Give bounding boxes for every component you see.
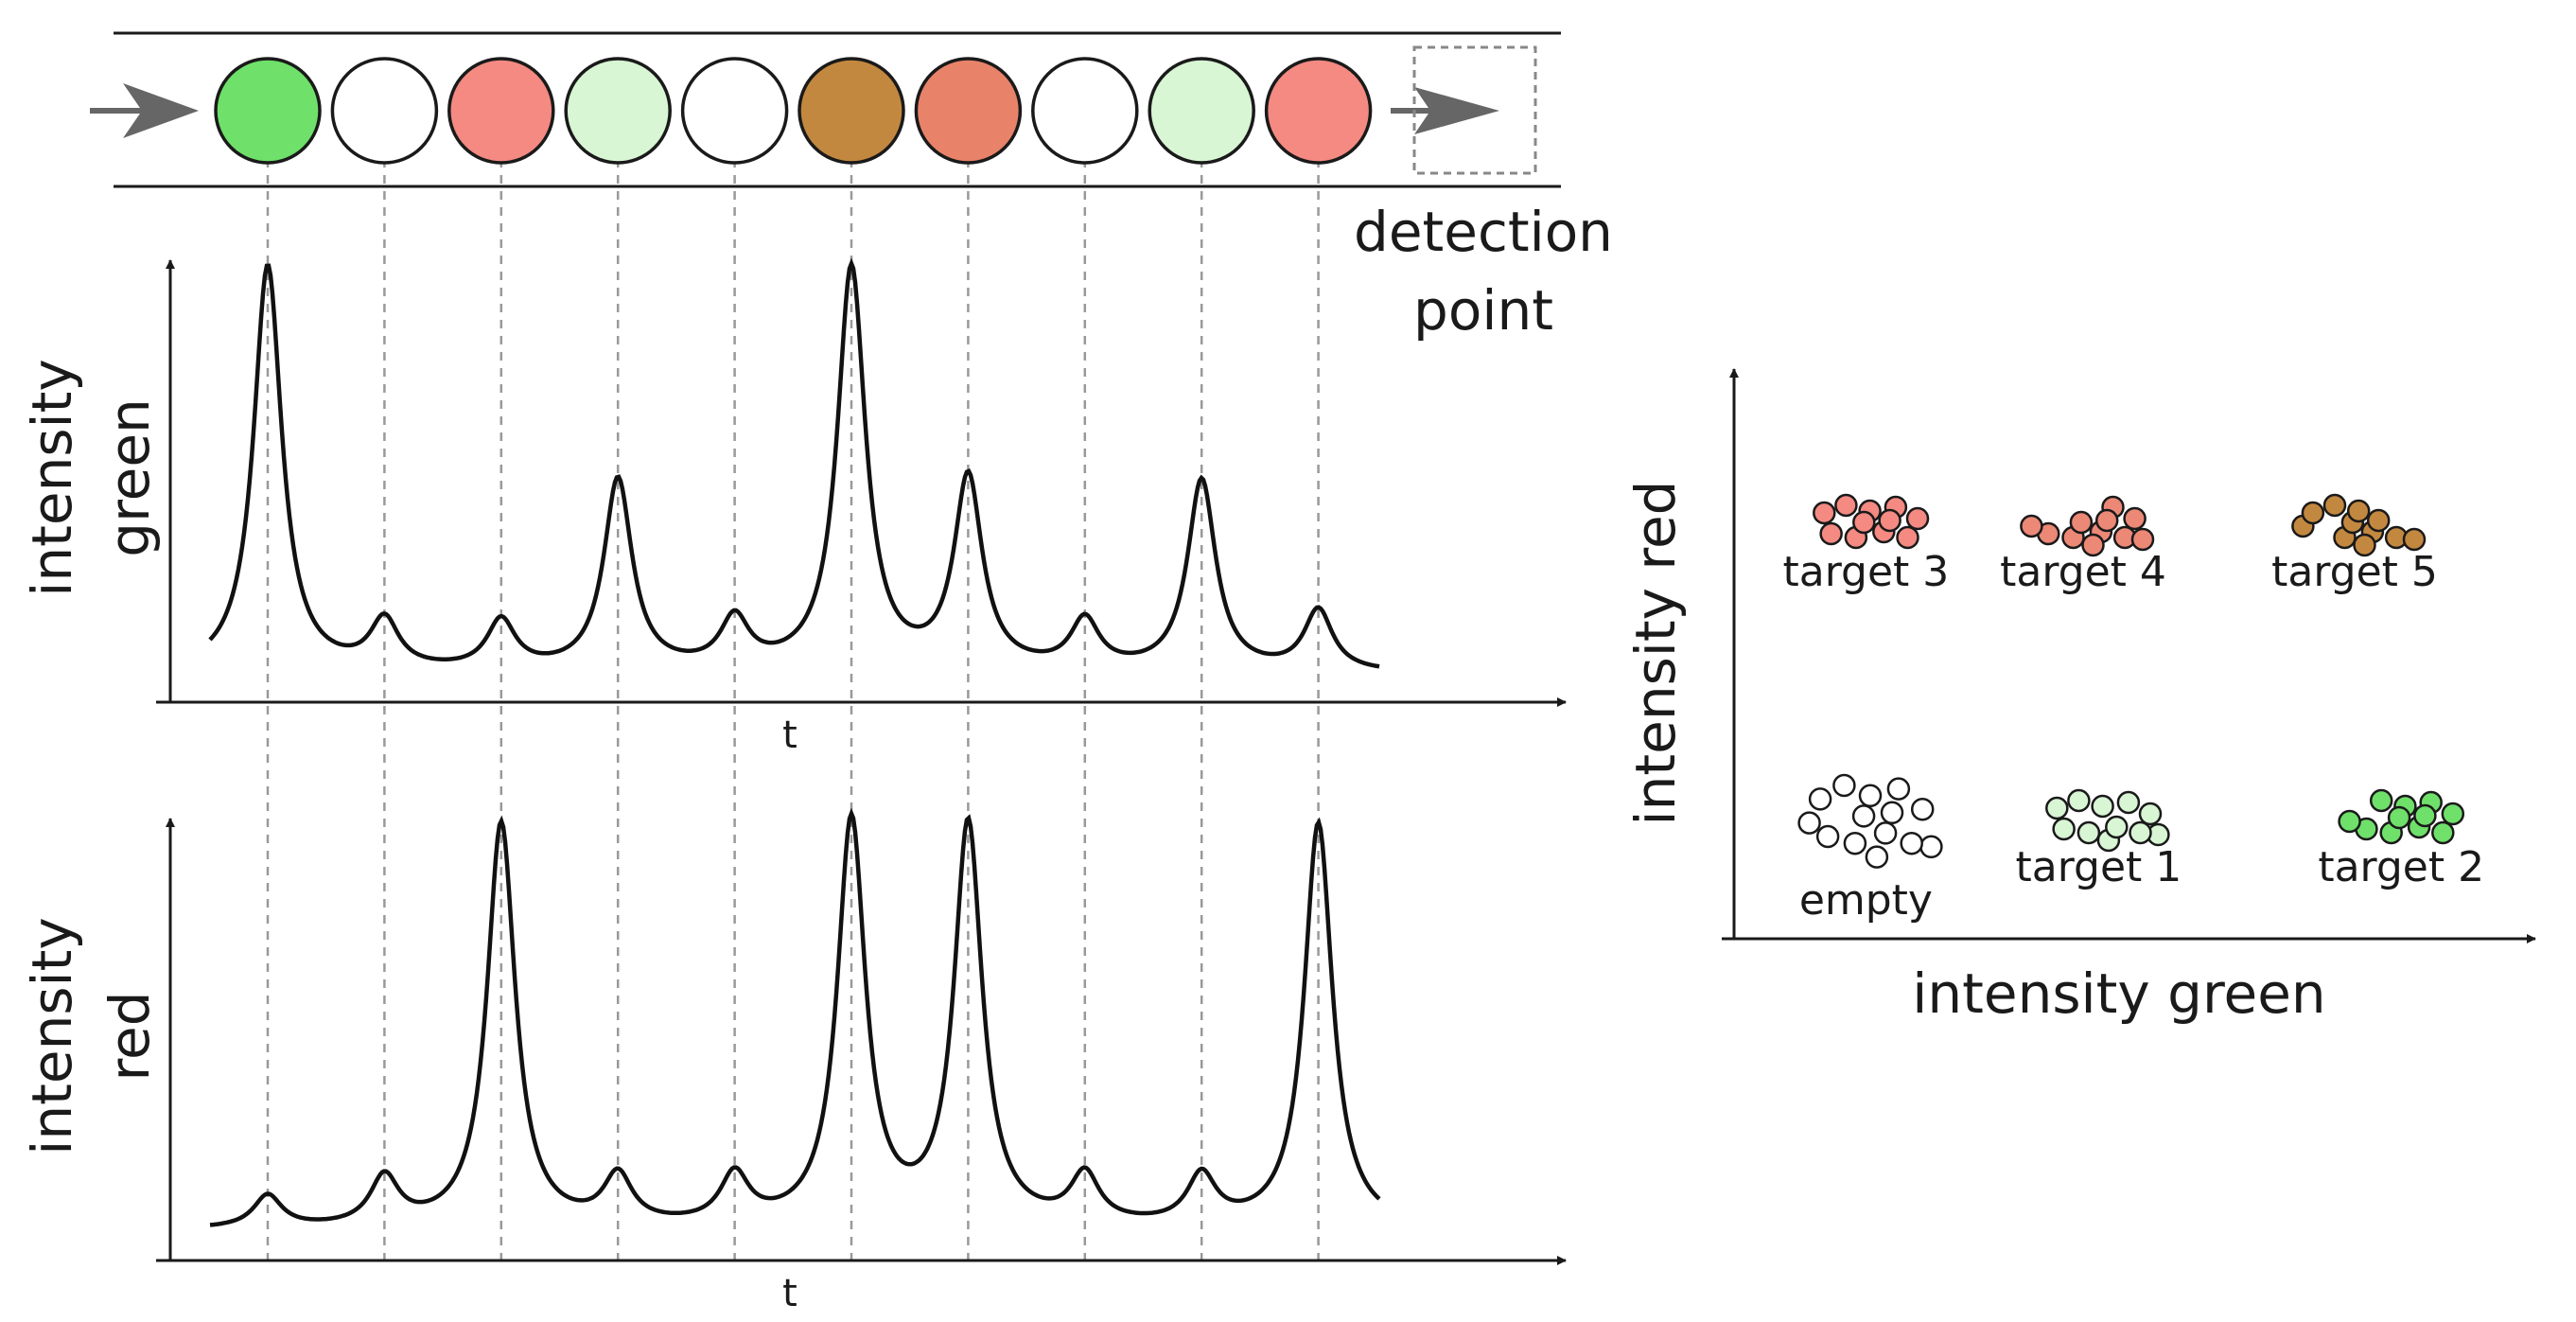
scatter-point [1813, 501, 1836, 525]
green-intensity-trace [208, 257, 1380, 669]
scatter-point [1832, 773, 1856, 798]
red-plot-xlabel: t [782, 1272, 797, 1315]
scatter-point [1819, 521, 1843, 546]
scatter-ylabel: intensity red [1623, 481, 1688, 826]
green-plot-ylabel-line1: intensity [20, 359, 84, 596]
scatter-point [1896, 525, 1919, 550]
cluster-label: target 4 [2000, 548, 2166, 596]
droplet [330, 57, 439, 165]
scatter-point [2020, 514, 2043, 538]
scatter-point [2369, 788, 2393, 813]
inflow-arrow-icon [90, 83, 199, 138]
scatter-point [1919, 835, 1943, 859]
scatter-point [2094, 508, 2119, 533]
scatter-point [1797, 811, 1821, 835]
scatter-point [1880, 801, 1904, 825]
scatter-point [2123, 506, 2147, 531]
scatter-xlabel: intensity green [1912, 961, 2325, 1026]
scatter-point [2441, 802, 2465, 826]
droplet [1148, 57, 1255, 165]
detection-point-label-line2: point [1413, 278, 1553, 343]
scatter-point [2069, 510, 2094, 535]
droplet [1264, 57, 1373, 165]
scatter-point [1878, 508, 1901, 533]
green-plot-ylabel-line2: green [97, 398, 162, 557]
cluster: target 1 [2016, 788, 2182, 891]
scatter-point [1886, 777, 1911, 801]
scatter-point [2366, 508, 2391, 533]
cluster-label: empty [1799, 876, 1933, 925]
scatter-point [2413, 803, 2437, 828]
cluster: target 2 [2318, 788, 2484, 891]
scatter-point [1843, 831, 1867, 855]
scatter-point [1851, 804, 1876, 828]
cluster: target 4 [2000, 495, 2166, 596]
scatter-point [2067, 788, 2091, 813]
droplet [214, 57, 322, 165]
droplets [214, 57, 1373, 165]
red-intensity-trace [209, 807, 1381, 1227]
detection-point-label-line1: detection [1354, 200, 1613, 264]
cluster: target 3 [1783, 493, 1950, 596]
scatter-point [1808, 787, 1832, 811]
scatter-point [2077, 820, 2101, 845]
scatter-point [1852, 510, 1876, 535]
scatter-point [2129, 820, 2152, 845]
scatter-point [2130, 527, 2155, 552]
scatter-point [2105, 815, 2129, 839]
scatter-point [2116, 790, 2141, 815]
droplet [680, 57, 789, 165]
droplet [1031, 57, 1139, 165]
scatter-point [1815, 824, 1840, 849]
droplet [447, 57, 555, 165]
scatter-point [2387, 805, 2411, 830]
scatter-point [2081, 533, 2105, 557]
scatter-point [2353, 533, 2376, 557]
droplet [797, 57, 905, 165]
cluster-label: target 3 [1783, 548, 1950, 596]
cluster-label: target 5 [2271, 548, 2438, 596]
scatter-point [2338, 809, 2361, 834]
scatter-clusters: target 3 target 4 target 5 empty target 1 tar… [1783, 493, 2484, 925]
scatter-point [2301, 501, 2325, 525]
scatter-point [2346, 499, 2371, 523]
cluster-label: target 1 [2016, 843, 2182, 891]
scatter-point [2402, 527, 2427, 552]
scatter-point [1865, 845, 1889, 869]
scatter-point [2138, 802, 2163, 826]
scatter-point [2322, 493, 2347, 518]
scatter-point [1900, 831, 1923, 855]
droplet [564, 57, 672, 165]
scatter-point [2045, 796, 2069, 820]
scatter-point [2431, 820, 2455, 845]
detection-point-box [1412, 45, 1537, 175]
scatter-point [1905, 506, 1930, 531]
green-plot-xlabel: t [782, 714, 797, 757]
scatter-point [2091, 794, 2114, 819]
scatter-point [1858, 784, 1883, 808]
droplet [914, 57, 1023, 165]
scatter-point [1834, 493, 1858, 518]
outflow-arrow-icon [1391, 87, 1499, 134]
cluster-label: target 2 [2318, 843, 2484, 891]
dashed-guide-lines [266, 111, 1320, 1260]
red-plot-ylabel-line2: red [97, 991, 162, 1081]
scatter-point [2052, 817, 2076, 841]
red-plot-ylabel-line1: intensity [20, 917, 84, 1155]
scatter-point [1910, 797, 1935, 821]
cluster: target 5 [2271, 493, 2438, 596]
cluster: empty [1797, 773, 1943, 925]
scatter-point [1873, 821, 1898, 845]
